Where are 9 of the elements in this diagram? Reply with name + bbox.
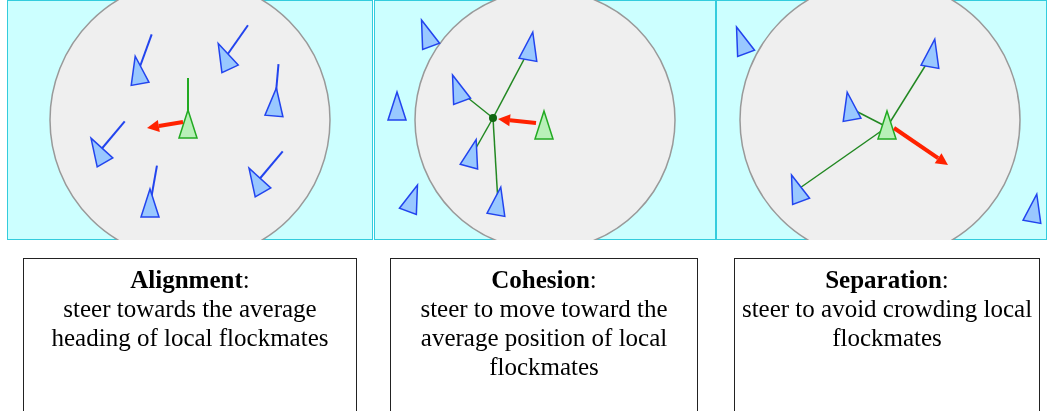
rule-description: steer to avoid crowding local flockmates: [740, 294, 1034, 352]
rule-card: [23, 258, 357, 411]
rule-description: steer towards the average heading of local flockmates: [50, 294, 330, 352]
rule-card: [734, 258, 1040, 411]
rule-title: Alignment:: [129, 265, 251, 294]
rule-title: Separation:: [824, 265, 950, 294]
rule-title: Cohesion:: [490, 265, 598, 294]
rule-description: steer to move toward the average position of local flockmates: [419, 294, 669, 381]
rule-card: [390, 258, 698, 411]
